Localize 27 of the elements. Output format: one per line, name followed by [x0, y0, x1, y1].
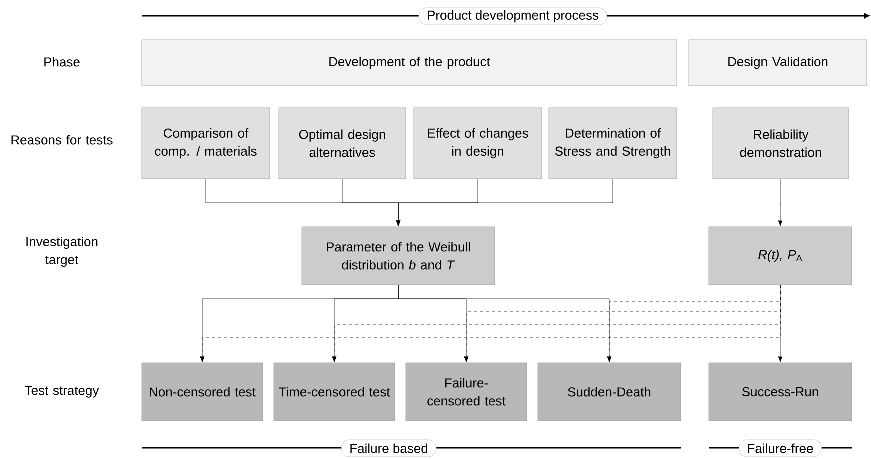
reason-box: Reliability demonstration	[712, 108, 850, 180]
label-pill: Failure-free	[739, 440, 822, 458]
arrow	[778, 179, 783, 226]
reason-box: Effect of changes in design	[414, 108, 542, 180]
reason-box: Determination of Stress and Strength	[548, 108, 678, 180]
reason-box: Comparison of comp. / materials	[142, 108, 270, 180]
reason-box: Optimal design alternatives	[278, 108, 406, 180]
arrow	[396, 179, 614, 226]
row-label: Reasons for tests	[12, 135, 113, 145]
strategy-box: Failure-censored test	[406, 362, 528, 422]
node-label: Failure-free	[748, 444, 814, 454]
row-label: Phase	[44, 57, 80, 67]
arrow	[778, 285, 783, 362]
row-label: Test strategy	[25, 386, 100, 398]
target-box: R(t), P$_{A}$	[708, 226, 852, 286]
strategy-box: Time-censored test	[274, 362, 396, 422]
phase-box: Development of the product	[142, 40, 678, 86]
node-label: Failure based	[350, 444, 428, 454]
strategy-box: Sudden-Death	[538, 362, 682, 422]
label-pill: Failure based	[341, 440, 437, 458]
row-label: Investigation target	[26, 236, 98, 268]
arrow	[200, 285, 781, 362]
target-box: Parameter of the Weibull distribution b and T	[302, 226, 496, 286]
strategy-box: Non-censored test	[142, 362, 264, 422]
phase-box: Design Validation	[688, 40, 868, 86]
label-pill: Product development process	[418, 8, 608, 26]
strategy-box: Success-Run	[708, 362, 852, 422]
